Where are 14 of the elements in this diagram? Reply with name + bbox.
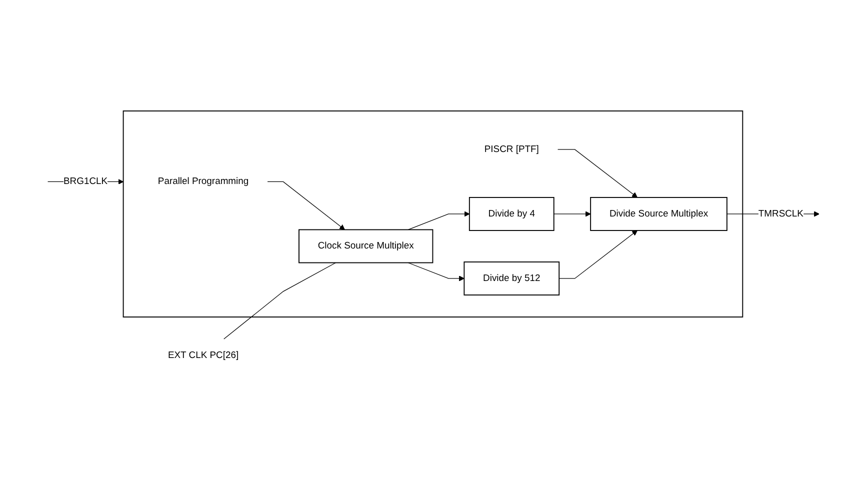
arrow (557, 149, 638, 198)
process-box: Divide by 4 (468, 196, 554, 231)
text-label: PISCR [PTF] (484, 144, 539, 154)
arrow (408, 211, 470, 230)
arrow (408, 262, 464, 282)
process-box: Divide Source Multiplex (590, 196, 728, 231)
arrow (558, 230, 638, 279)
text-label: Parallel Programming (158, 176, 249, 187)
line (224, 262, 336, 340)
arrow (554, 211, 591, 217)
process-box: Divide by 512 (464, 261, 560, 296)
arrow (267, 181, 345, 230)
process-box: Clock Source Multiplex (298, 229, 434, 264)
text-label: EXT CLK PC[26] (168, 350, 239, 360)
